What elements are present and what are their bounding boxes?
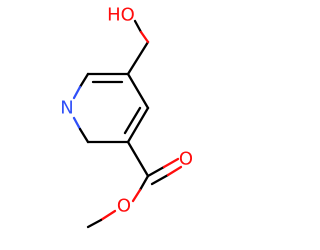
ester-oxygen-label: O <box>117 196 131 217</box>
bond-carbonyl-ester-o-dark <box>138 174 150 192</box>
hydroxyl-label: HO <box>107 5 135 26</box>
bond-n1-c2-blue <box>72 116 82 131</box>
bond-carbonyl-o-dark <box>146 165 166 178</box>
carbonyl-oxygen-label: O <box>179 149 193 170</box>
bond-ester-o-methyl-red <box>99 209 117 222</box>
bond-ch2-c5 <box>126 40 150 76</box>
molecule-structure-canvas: HO N O O <box>60 5 193 229</box>
bond-c3-c4-inner <box>123 106 142 135</box>
bond-c3-c4 <box>126 106 150 144</box>
bond-oh-ch2-dark <box>133 19 143 34</box>
bond-c3-carbonyl <box>126 140 150 178</box>
bond-c6-n1-blue <box>72 85 82 100</box>
bond-carbonyl-o-second-red <box>166 165 183 177</box>
bond-c5-c4 <box>126 72 150 110</box>
bond-oh-ch2-light <box>139 30 150 44</box>
molecule-structure: HO N O O <box>60 5 193 229</box>
bond-carbonyl-o-second-dark <box>150 173 170 186</box>
bond-ester-o-methyl-dark <box>86 218 103 229</box>
ring-nitrogen-label: N <box>60 98 73 119</box>
bond-c6-n1-dark <box>78 72 90 89</box>
bond-carbonyl-o-red <box>162 157 180 169</box>
bond-carbonyl-ester-o-red <box>131 188 142 203</box>
bond-n1-c2-dark <box>78 127 90 144</box>
